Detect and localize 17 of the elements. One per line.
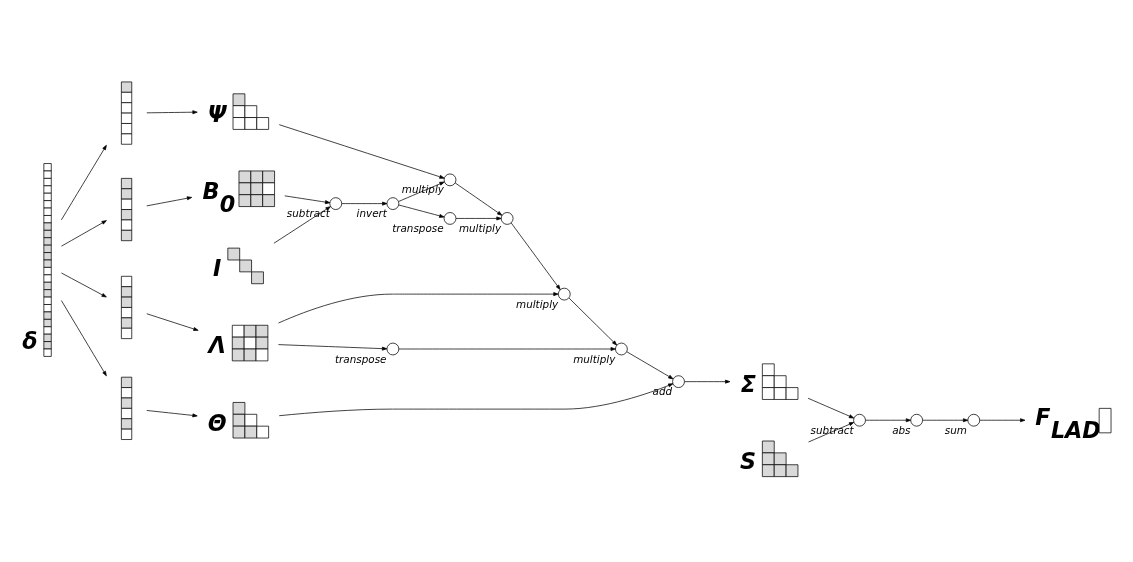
node-label: Ψ <box>207 100 227 127</box>
node-label: S <box>740 447 757 474</box>
node-label: subtract <box>286 206 330 219</box>
node-label: add <box>652 384 673 397</box>
node-label: Λ <box>208 331 226 358</box>
node-label: transpose <box>335 352 387 365</box>
node-label: Θ <box>207 409 227 436</box>
node-label: multiply <box>516 297 559 310</box>
node-text: δ <box>22 327 38 354</box>
node-label: Σ <box>740 370 757 397</box>
node-label: transpose <box>392 221 444 234</box>
node-label: multiply <box>458 221 502 234</box>
node-label: abs <box>892 423 911 436</box>
node-label: multiply <box>573 352 616 365</box>
node-label: sum <box>944 423 967 436</box>
node-label: invert <box>356 206 387 219</box>
node-label: I <box>213 254 222 281</box>
